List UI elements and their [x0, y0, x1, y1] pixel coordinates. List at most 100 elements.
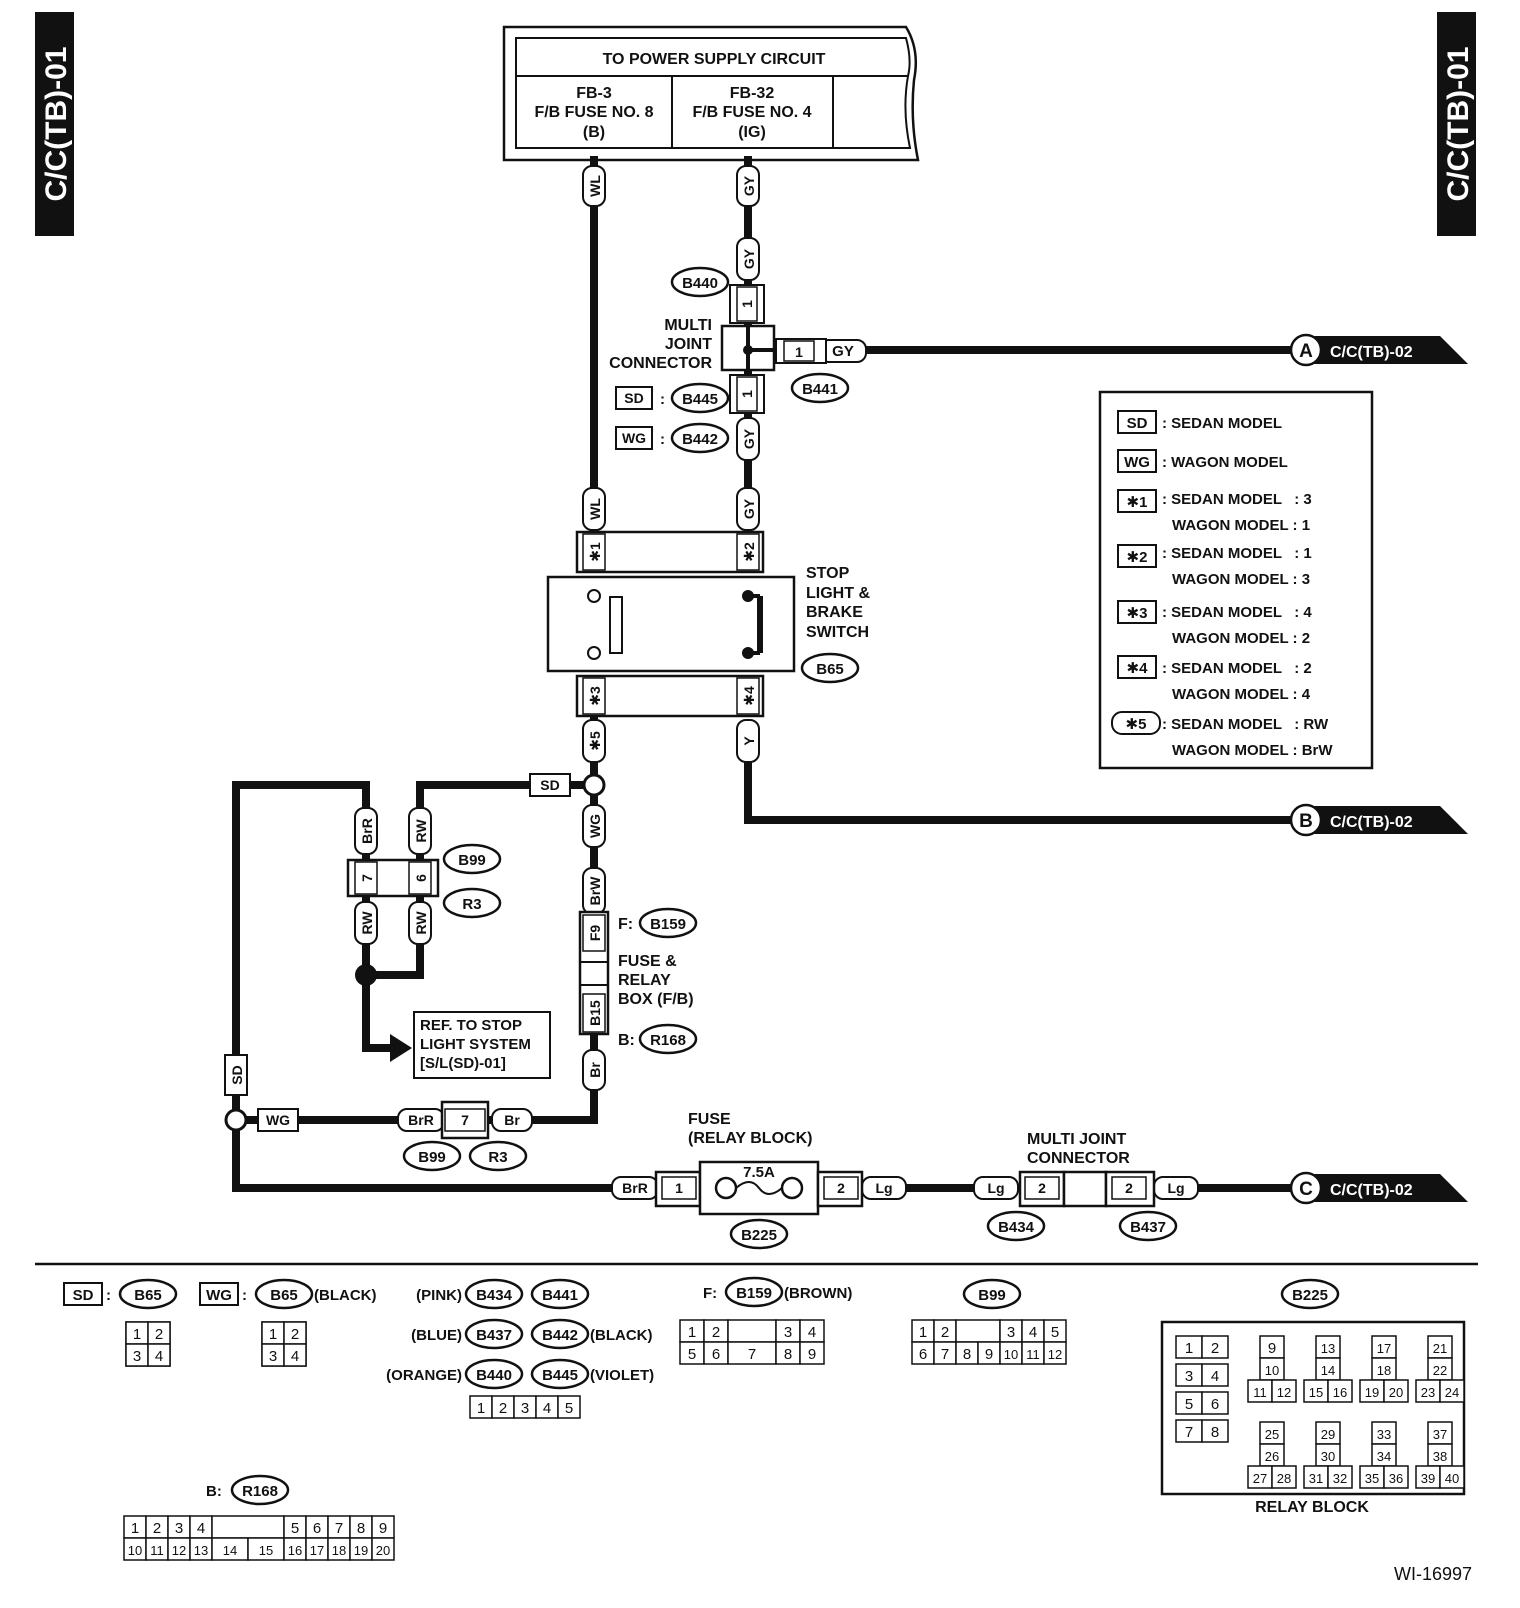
svg-text:(RELAY BLOCK): (RELAY BLOCK) — [688, 1130, 812, 1147]
pin-cell — [1201, 1335, 1229, 1359]
wire-label-br: Br — [582, 1049, 606, 1091]
pin-number: 1 — [131, 1520, 139, 1537]
svg-text:WAGON MODEL : 4: WAGON MODEL : 4 — [1172, 686, 1311, 703]
wire-label-wl: WL — [582, 165, 606, 207]
svg-text:C: C — [1299, 1179, 1313, 1200]
pin-number: 9 — [985, 1346, 993, 1363]
svg-text:B225: B225 — [1292, 1287, 1328, 1304]
svg-text:SD: SD — [540, 777, 559, 793]
svg-text:B445: B445 — [542, 1367, 578, 1384]
svg-text:WAGON MODEL : 2: WAGON MODEL : 2 — [1172, 630, 1310, 647]
svg-text:B:: B: — [618, 1032, 635, 1049]
svg-text:(BLACK): (BLACK) — [590, 1327, 652, 1344]
svg-text:6: 6 — [413, 874, 429, 882]
pin-number: 7 — [335, 1520, 343, 1537]
pin-number: 24 — [1445, 1385, 1459, 1400]
svg-text:C/C(TB)-02: C/C(TB)-02 — [1330, 814, 1413, 831]
svg-text:B99: B99 — [418, 1149, 446, 1166]
multi-joint-connector-bottom: MULTI JOINT CONNECTOR 2 2 B434 B437 — [986, 1131, 1178, 1242]
svg-text:✱2: ✱2 — [1127, 549, 1148, 566]
connector-key — [211, 1515, 285, 1539]
svg-text:RW: RW — [359, 911, 375, 935]
pin-number: 6 — [1211, 1396, 1219, 1413]
svg-text:R3: R3 — [488, 1149, 507, 1166]
svg-text:✱1: ✱1 — [587, 542, 603, 562]
svg-text:RELAY: RELAY — [618, 972, 671, 989]
pin-number: 4 — [543, 1400, 551, 1417]
connector-b99: B99 — [458, 852, 486, 869]
connector-b445: B445 — [670, 382, 730, 414]
wire-label-lg: Lg — [973, 1176, 1019, 1200]
pin-number: 1 — [133, 1326, 141, 1343]
page-code-left: C/C(TB)-01 — [40, 47, 73, 202]
connector-b434: B434 — [998, 1219, 1035, 1236]
svg-text:WG: WG — [587, 814, 603, 838]
pin-cell — [1439, 1379, 1465, 1403]
pin-number: 2 — [1211, 1340, 1219, 1357]
svg-text:B440: B440 — [476, 1367, 512, 1384]
pin-cell — [1383, 1379, 1409, 1403]
pin-number: 11 — [150, 1543, 164, 1558]
pin-number: 17 — [310, 1543, 324, 1558]
pin-number: 3 — [269, 1348, 277, 1365]
connector-b99-r3: 7 6 B99 R3 — [346, 843, 502, 919]
svg-text:1: 1 — [739, 390, 755, 398]
svg-text:SD: SD — [229, 1065, 245, 1084]
wire-label-rw: RW — [408, 901, 432, 945]
pin-number: 8 — [1211, 1424, 1219, 1441]
stop-light-brake-switch: ✱1 ✱2 ✱3 ✱4 STOP LIGHT & BRAKE SWITCH B6… — [546, 530, 870, 718]
svg-text:: SEDAN MODEL : 4: : SEDAN MODEL : 4 — [1162, 604, 1312, 621]
pin-number: 22 — [1433, 1363, 1447, 1378]
page-code-right: C/C(TB)-01 — [1442, 47, 1475, 202]
svg-text:✱1: ✱1 — [1127, 494, 1148, 511]
pin-number: 2 — [291, 1326, 299, 1343]
pin-number: 3 — [133, 1348, 141, 1365]
svg-text:B441: B441 — [802, 381, 838, 398]
pin-cell — [1327, 1465, 1353, 1489]
svg-text:: WAGON MODEL: : WAGON MODEL — [1162, 454, 1288, 471]
svg-text::: : — [660, 431, 665, 448]
svg-text:: SEDAN MODEL : RW: : SEDAN MODEL : RW — [1162, 716, 1329, 733]
connector-b159: B159 — [650, 916, 686, 933]
svg-text:Br: Br — [504, 1112, 520, 1128]
pin-number: 34 — [1377, 1449, 1391, 1464]
pin-number: 3 — [521, 1400, 529, 1417]
pin-number: 2 — [499, 1400, 507, 1417]
svg-text:GY: GY — [741, 175, 757, 196]
wire-label-gy: GY — [736, 417, 760, 461]
pin-number: 2 — [712, 1324, 720, 1341]
pin-number: 8 — [963, 1346, 971, 1363]
svg-text:7: 7 — [461, 1112, 469, 1128]
pin-cell — [1201, 1363, 1229, 1387]
pin-number: 5 — [291, 1520, 299, 1537]
connector-key — [727, 1319, 777, 1343]
pin-number: 1 — [919, 1324, 927, 1341]
svg-text:WG: WG — [1124, 454, 1150, 471]
svg-text:B:: B: — [206, 1483, 222, 1500]
pin-number: 37 — [1433, 1427, 1447, 1442]
pin-cell — [1439, 1465, 1465, 1489]
svg-text:C/C(TB)-02: C/C(TB)-02 — [1330, 1182, 1413, 1199]
svg-text:Br: Br — [587, 1062, 603, 1078]
pin-number: 9 — [379, 1520, 387, 1537]
connector-r3: R3 — [462, 896, 481, 913]
wire-label-lg: Lg — [1153, 1176, 1199, 1200]
pin-number: 9 — [808, 1346, 816, 1363]
pin-number: 7 — [1185, 1424, 1193, 1441]
svg-text:CONNECTOR: CONNECTOR — [1027, 1150, 1130, 1167]
view-sd-b65: SD : B65 — [63, 1278, 178, 1310]
svg-text::: : — [242, 1287, 247, 1304]
svg-text:WG: WG — [266, 1112, 290, 1128]
svg-text:(VIOLET): (VIOLET) — [590, 1367, 654, 1384]
connector-b65: B65 — [816, 661, 844, 678]
pin-cell — [147, 1343, 171, 1367]
pin-number: 11 — [1253, 1385, 1267, 1400]
svg-text::: : — [660, 391, 665, 408]
svg-text:B99: B99 — [978, 1287, 1006, 1304]
wire-label-sd: SD — [224, 1054, 248, 1096]
wire-labels: WL GY GY GY WL GY ✱5 Y — [224, 165, 1199, 1200]
pin-number: 4 — [1211, 1368, 1219, 1385]
svg-text:A: A — [1299, 341, 1313, 362]
pin-number: 2 — [153, 1520, 161, 1537]
